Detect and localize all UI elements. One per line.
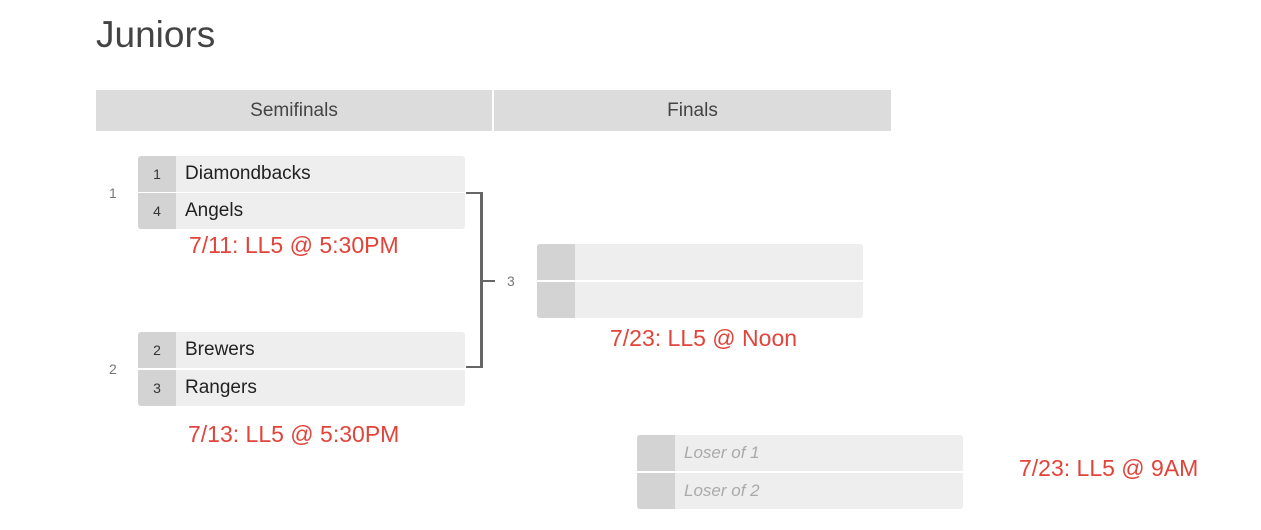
team-name: Loser of 2	[684, 481, 760, 500]
seed-badge	[537, 282, 575, 318]
match-schedule-note: 7/23: LL5 @ 9AM	[1019, 455, 1199, 481]
match-schedule-note: 7/23: LL5 @ Noon	[610, 325, 798, 351]
match-number: 3	[507, 273, 515, 289]
team-name: Rangers	[185, 377, 257, 398]
bracket-slot[interactable]: 3 Rangers	[138, 370, 465, 406]
bracket-slot[interactable]: 2 Brewers	[138, 332, 465, 368]
seed-badge	[637, 473, 675, 509]
seed-badge: 2	[138, 332, 176, 368]
seed-badge: 1	[138, 156, 176, 192]
seed-badge	[637, 435, 675, 471]
page-title: Juniors	[96, 14, 216, 55]
bracket-connector	[480, 192, 483, 368]
seed-badge: 3	[138, 370, 176, 406]
bracket-connector	[483, 280, 495, 282]
seed-badge	[537, 244, 575, 280]
seed-badge: 4	[138, 193, 176, 229]
team-name: Diamondbacks	[185, 163, 311, 184]
round-header-semifinals: Semifinals	[96, 90, 492, 131]
match-number: 2	[109, 361, 117, 377]
bracket-slot[interactable]: 4 Angels	[138, 193, 465, 229]
bracket-slot[interactable]: 1 Diamondbacks	[138, 156, 465, 192]
team-name: Brewers	[185, 339, 255, 360]
bracket-slot[interactable]	[537, 244, 863, 280]
bracket-slot[interactable]	[537, 282, 863, 318]
bracket-slot[interactable]: Loser of 1	[637, 435, 963, 471]
bracket-connector	[466, 192, 482, 194]
match-schedule-note: 7/11: LL5 @ 5:30PM	[189, 232, 399, 258]
bracket-connector	[466, 366, 482, 368]
team-name: Loser of 1	[684, 443, 760, 462]
bracket-slot[interactable]: Loser of 2	[637, 473, 963, 509]
round-header-finals: Finals	[494, 90, 891, 131]
match-number: 1	[109, 185, 117, 201]
match-schedule-note: 7/13: LL5 @ 5:30PM	[188, 421, 400, 447]
team-name: Angels	[185, 200, 244, 221]
